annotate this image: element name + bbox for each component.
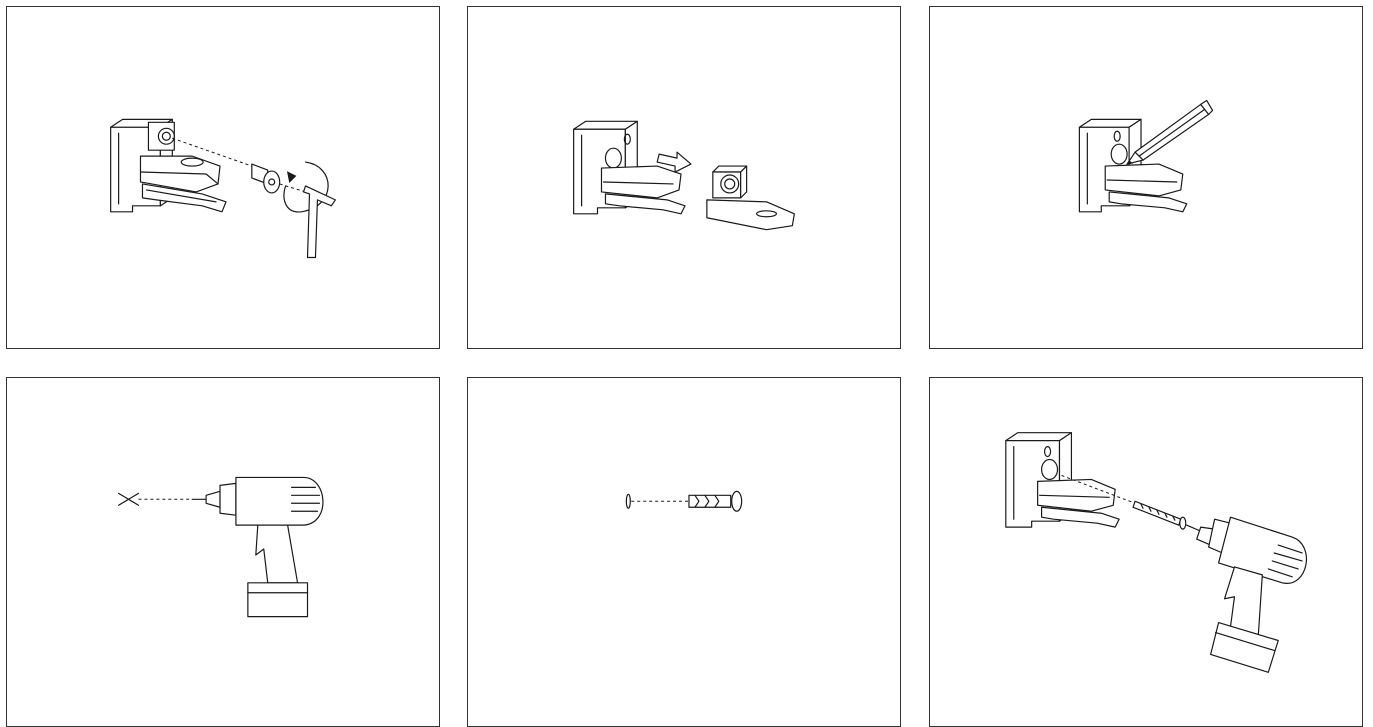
step-1-panel xyxy=(6,6,440,349)
step-6-illustration xyxy=(930,378,1362,726)
step-4-panel xyxy=(6,377,440,727)
step-3-illustration xyxy=(930,7,1362,348)
wall-plug-icon xyxy=(689,491,742,511)
step-2-panel xyxy=(467,6,901,349)
bracket-icon xyxy=(111,119,226,211)
drill-icon xyxy=(192,477,323,616)
step-5-illustration xyxy=(468,378,900,726)
mark-x-icon xyxy=(119,493,139,505)
bracket-clamp-icon xyxy=(707,166,794,230)
bracket-icon xyxy=(1006,433,1119,527)
bracket-icon xyxy=(574,121,685,213)
step-4-illustration xyxy=(7,378,439,726)
drill-icon xyxy=(1187,517,1307,672)
screw-icon xyxy=(1133,501,1186,529)
hole-icon xyxy=(626,494,630,508)
step-2-illustration xyxy=(468,7,900,348)
step-6-panel xyxy=(929,377,1363,727)
step-1-illustration xyxy=(7,7,439,348)
screw-icon xyxy=(252,164,280,193)
step-3-panel xyxy=(929,6,1363,349)
hex-key-icon xyxy=(304,186,336,258)
step-5-panel xyxy=(467,377,901,727)
